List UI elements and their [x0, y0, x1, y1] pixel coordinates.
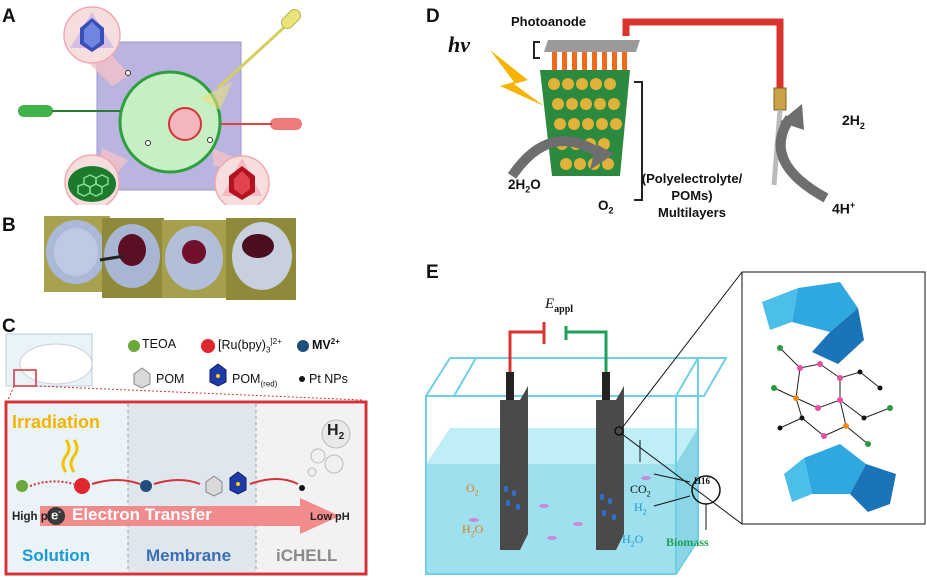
panel-a-label: A: [2, 6, 16, 27]
e-h2-label: H2: [634, 500, 647, 517]
legend-teoa: TEOA: [142, 337, 177, 351]
e-co2-label: CO2: [630, 482, 651, 499]
pom-red-symbol: [209, 363, 227, 387]
pink-disc: [168, 107, 202, 141]
teoa-dot: [128, 340, 140, 352]
multilayers-label: (Polyelectrolyte/ POMs) Multilayers: [641, 171, 743, 220]
water-label: 2H2O: [508, 177, 541, 195]
photoanode-plate: [544, 40, 640, 52]
legend-pom-red: POM(red): [232, 372, 278, 389]
panel-b-label: B: [2, 215, 16, 236]
yellow-rod: [216, 20, 292, 90]
h2-label: H2: [327, 422, 345, 443]
wire-green: [566, 330, 608, 372]
pom-symbol: [133, 367, 151, 389]
ru-dot: [201, 339, 215, 353]
low-ph-label: Low pH: [310, 511, 350, 523]
panel-a-diagram: [18, 6, 302, 205]
pom-cluster-bottom: [784, 444, 896, 512]
e-o2-label: O2: [466, 481, 479, 498]
electrode-right: [596, 386, 624, 550]
e-h2o-right-label: H2O: [622, 532, 644, 549]
electron-symbol: e-: [51, 507, 61, 523]
region-ichell: iCHELL: [276, 546, 338, 565]
red-rod: [270, 118, 302, 130]
electrode-left: [500, 386, 528, 550]
legend-pt-nps: Pt NPs: [309, 372, 348, 386]
panel-b-photos: [44, 216, 296, 300]
e-h2o-left-label: H2O: [462, 522, 484, 539]
panel-e-diagram: [425, 271, 926, 575]
tank: [425, 395, 677, 575]
electron-transfer-arrow: [40, 498, 340, 534]
green-rod: [18, 105, 53, 117]
o2-label: O2: [598, 198, 614, 216]
multilayer-stack: [540, 70, 630, 176]
pt-dot: [299, 376, 305, 382]
region-membrane: Membrane: [146, 546, 232, 565]
lightning-bolt: [490, 50, 544, 106]
red-wire: [622, 18, 784, 92]
panel-c-label: C: [2, 316, 16, 337]
panel-c-diagram: [4, 333, 368, 576]
protons-label: 4H+: [832, 200, 856, 217]
hv-label: hv: [448, 32, 470, 57]
panel-d-label: D: [426, 6, 440, 27]
eappl-label: Eappl: [545, 296, 574, 315]
proton-arrow: [775, 115, 829, 203]
irradiation-label: Irradiation: [12, 412, 101, 432]
electron-transfer-label: Electron Transfer: [72, 505, 212, 524]
zoom-box: [13, 369, 37, 387]
legend-pom: POM: [156, 372, 185, 386]
e-h16-label: H16: [694, 476, 711, 486]
e-biomass-label: Biomass: [666, 535, 709, 549]
mv-dot: [297, 340, 309, 352]
legend-ru: [Ru(bpy)3]2+: [218, 337, 282, 355]
wire-red: [508, 330, 544, 372]
legend-mv: MV2+: [312, 337, 340, 353]
panel-e-label: E: [426, 262, 439, 283]
high-ph-label: High pH: [12, 511, 57, 523]
photoanode-label: Photoanode: [511, 14, 587, 29]
region-solution: Solution: [22, 546, 90, 565]
h2-product-label: 2H2: [842, 112, 865, 131]
water-body: [426, 428, 698, 464]
water-arrow: [507, 136, 603, 179]
panel-d-diagram: [490, 18, 829, 203]
pom-cluster-top: [762, 282, 864, 364]
